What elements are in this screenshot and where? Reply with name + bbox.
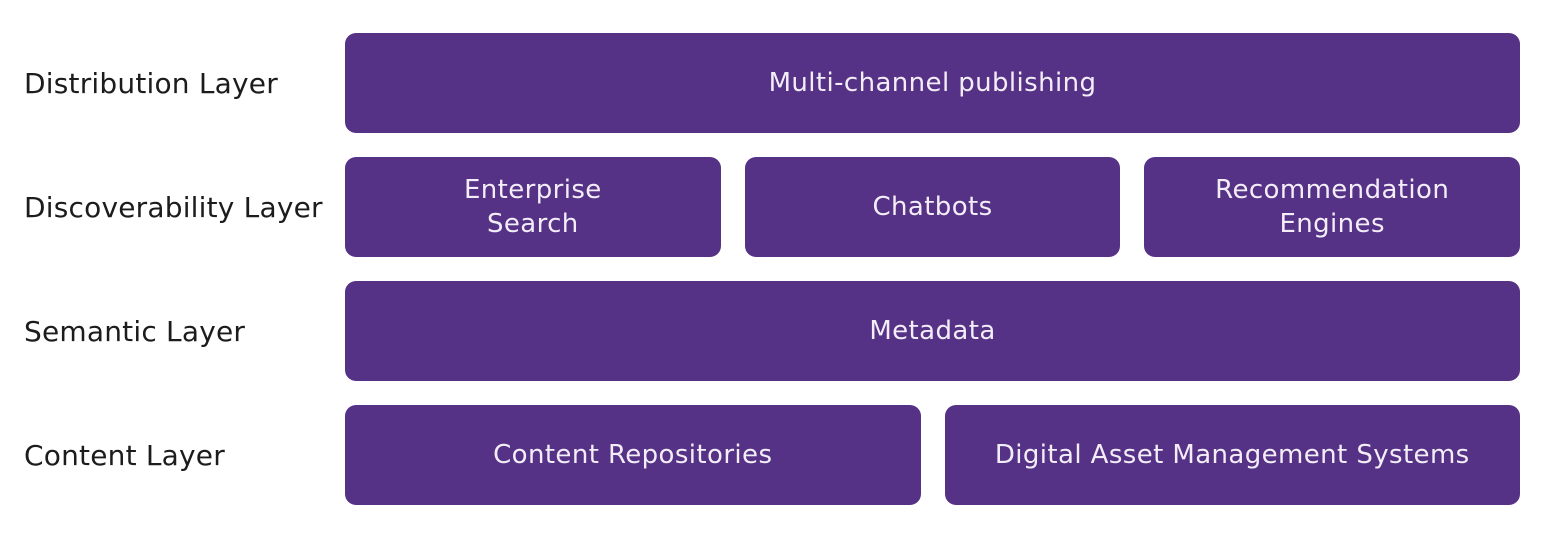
box-chatbots: Chatbots [744,157,1121,257]
label-discoverability-layer: Discoverability Layer [24,190,323,224]
label-distribution-layer: Distribution Layer [24,66,278,100]
box-metadata: Metadata [345,281,1520,381]
label-content-layer: Content Layer [24,438,225,472]
boxes-semantic-layer: Metadata [345,281,1520,381]
box-recommendation-engines: Recommendation Engines [1144,157,1521,257]
box-digital-asset-management-systems: Digital Asset Management Systems [944,405,1520,505]
row-distribution-layer: Distribution Layer Multi-channel publish… [0,33,1520,133]
boxes-content-layer: Content Repositories Digital Asset Manag… [345,405,1520,505]
row-discoverability-layer: Discoverability Layer Enterprise Search … [0,157,1521,257]
box-multi-channel-publishing: Multi-channel publishing [345,33,1520,133]
row-semantic-layer: Semantic Layer Metadata [0,281,1520,381]
label-semantic-layer: Semantic Layer [24,314,246,348]
row-content-layer: Content Layer Content Repositories Digit… [0,405,1520,505]
boxes-discoverability-layer: Enterprise Search Chatbots Recommendatio… [345,157,1521,257]
box-content-repositories: Content Repositories [345,405,921,505]
box-enterprise-search: Enterprise Search [345,157,721,257]
boxes-distribution-layer: Multi-channel publishing [345,33,1520,133]
